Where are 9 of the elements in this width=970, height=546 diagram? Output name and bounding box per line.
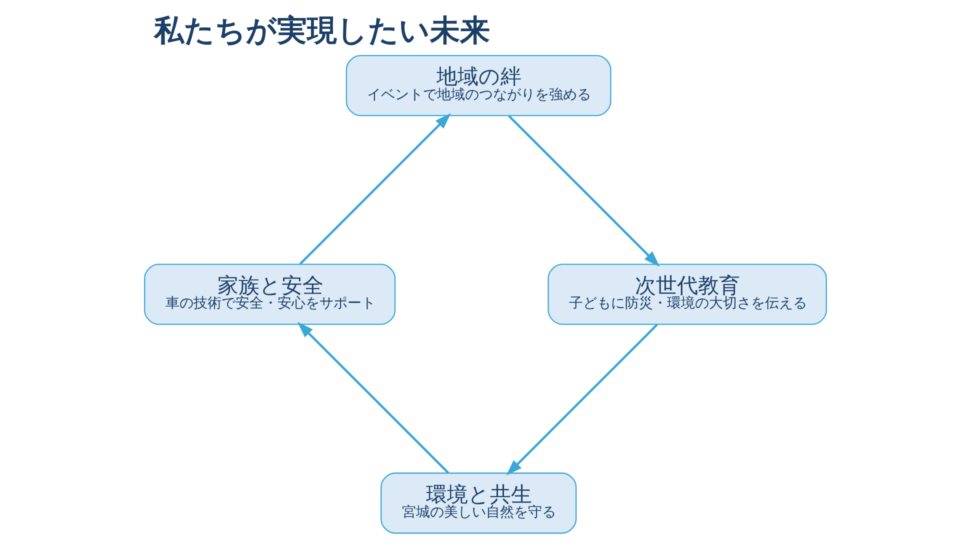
node-box: 家族と安全 車の技術で安全・安心をサポート: [144, 264, 396, 325]
node-box: 次世代教育 子どもに防災・環境の大切さを伝える: [547, 264, 826, 325]
arrow: [508, 115, 660, 267]
node-box: 環境と共生 宮城の美しい自然を守る: [380, 472, 576, 534]
node-box: 地域の絆 イベントで地域のつながりを強める: [345, 55, 611, 116]
arrow: [296, 322, 449, 474]
arrow: [298, 113, 450, 265]
arrow: [506, 324, 658, 476]
diagram-title: 私たちが実現したい未来: [153, 13, 490, 48]
